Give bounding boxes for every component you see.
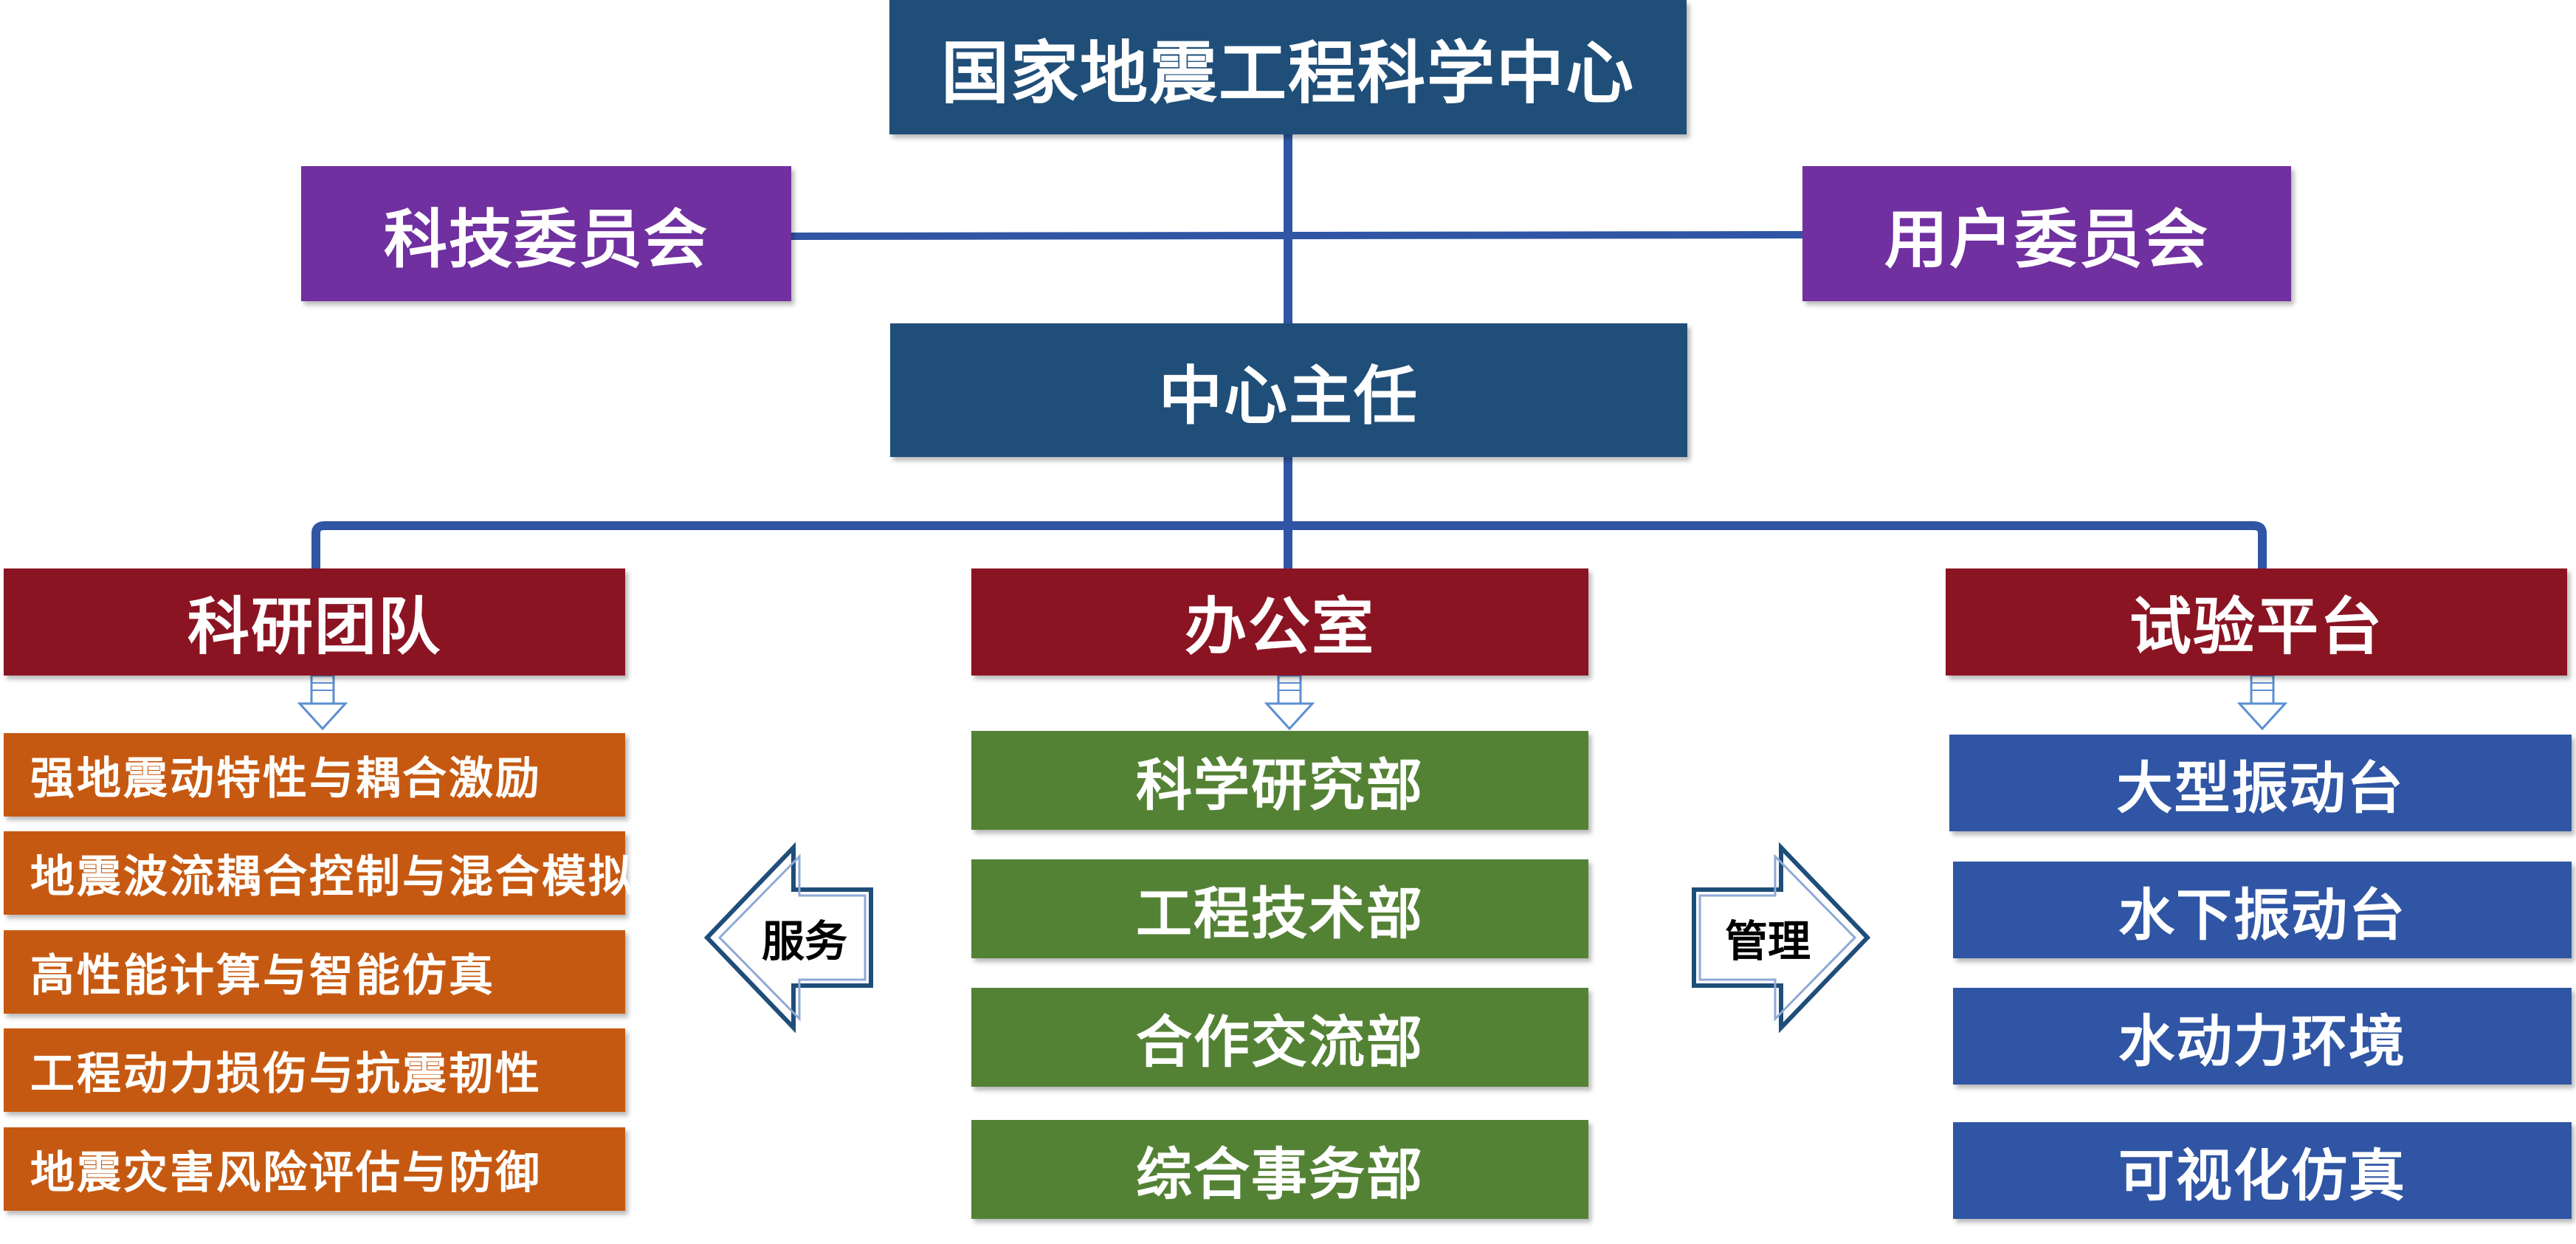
office-item: 合作交流部: [971, 988, 1588, 1087]
center-title-box: 国家地震工程科学中心: [889, 0, 1687, 134]
committee-left-label: 科技委员会: [384, 203, 709, 277]
committee-right-label: 用户委员会: [1884, 203, 2209, 277]
office-item-label: 综合事务部: [1136, 1141, 1424, 1207]
team-item: 地震灾害风险评估与防御: [4, 1127, 625, 1211]
left-arrow-icon: [703, 842, 873, 1034]
platform-header-label: 试验平台: [2129, 591, 2383, 663]
service-label: 服务: [761, 916, 847, 966]
down-arrow-icon: [2236, 674, 2288, 731]
platform-item: 可视化仿真: [1953, 1122, 2572, 1219]
team-item-label: 地震波流耦合控制与混合模拟: [30, 851, 635, 903]
platform-item: 大型振动台: [1949, 735, 2572, 831]
platform-item-label: 可视化仿真: [2118, 1142, 2406, 1209]
management-label: 管理: [1724, 916, 1811, 966]
office-header-label: 办公室: [1184, 591, 1375, 663]
team-header-label: 科研团队: [187, 591, 441, 663]
team-item-label: 高性能计算与智能仿真: [30, 950, 495, 1002]
team-item: 强地震动特性与耦合激励: [4, 733, 625, 817]
center-title: 国家地震工程科学中心: [940, 33, 1635, 113]
platform-item-label: 大型振动台: [2116, 755, 2405, 821]
office-item: 综合事务部: [971, 1120, 1588, 1219]
team-item: 工程动力损伤与抗震韧性: [4, 1028, 625, 1112]
committee-left-box: 科技委员会: [301, 166, 791, 301]
platform-header: 试验平台: [1946, 568, 2567, 676]
platform-item-label: 水下振动台: [2118, 882, 2406, 948]
team-item-label: 地震灾害风险评估与防御: [30, 1147, 542, 1199]
office-item-label: 工程技术部: [1136, 881, 1424, 946]
office-item-label: 科学研究部: [1136, 752, 1424, 818]
office-item-label: 合作交流部: [1136, 1009, 1424, 1075]
team-item-label: 强地震动特性与耦合激励: [30, 753, 542, 805]
platform-item: 水动力环境: [1953, 988, 2572, 1085]
team-item-label: 工程动力损伤与抗震韧性: [30, 1048, 542, 1100]
down-arrow-icon: [1264, 674, 1315, 731]
office-item: 工程技术部: [971, 859, 1588, 958]
team-header: 科研团队: [4, 568, 625, 676]
platform-item-label: 水动力环境: [2118, 1008, 2406, 1074]
down-arrow-icon: [297, 674, 348, 731]
connector-distribution: [311, 521, 2267, 568]
committee-right-box: 用户委员会: [1802, 166, 2291, 301]
right-arrow-icon: [1692, 842, 1871, 1034]
team-item: 高性能计算与智能仿真: [4, 930, 625, 1014]
office-header: 办公室: [971, 568, 1588, 676]
platform-item: 水下振动台: [1953, 862, 2572, 958]
director-label: 中心主任: [1159, 360, 1419, 433]
team-item: 地震波流耦合控制与混合模拟: [4, 831, 633, 915]
management-arrow-label: 管理: [1709, 908, 1827, 967]
office-item: 科学研究部: [971, 731, 1588, 830]
director-box: 中心主任: [890, 323, 1687, 457]
connector-committees: [791, 231, 1805, 240]
service-arrow-label: 服务: [745, 908, 864, 967]
